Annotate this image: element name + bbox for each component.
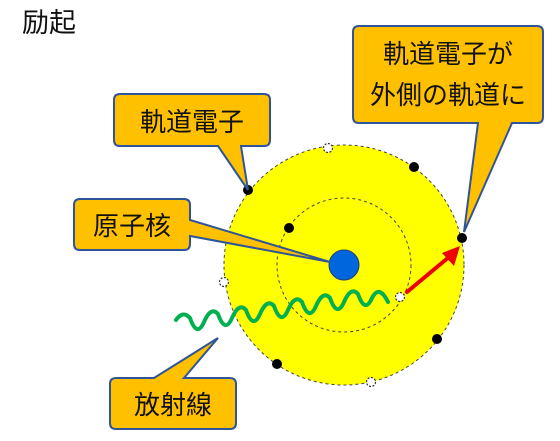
- callout-nucleus: [73, 198, 331, 263]
- callout-radiation: [109, 337, 237, 430]
- vacancy-icon: [394, 291, 406, 303]
- excitation-arrowhead-icon: [442, 246, 460, 266]
- callout-orbital-electron-label: 軌道電子: [140, 108, 244, 138]
- callout-orbital-electron: [113, 93, 271, 191]
- electron-icon: [272, 359, 282, 369]
- callout-excited-electron: [352, 25, 544, 233]
- vacancy-icon: [365, 376, 377, 388]
- electron-icon: [284, 223, 294, 233]
- electron-icon: [409, 162, 419, 172]
- callout-nucleus-label: 原子核: [93, 212, 171, 242]
- vacancy-icon: [218, 276, 230, 288]
- callout-excited-electron-line2: 外側の軌道に: [370, 81, 526, 111]
- callout-radiation-label: 放射線: [134, 391, 212, 421]
- callout-excited-electron-line1: 軌道電子が: [383, 40, 513, 70]
- vacancy-icon: [322, 142, 334, 154]
- excitation-arrow-icon: [405, 255, 451, 294]
- page-title: 励起: [22, 8, 76, 39]
- atom-inner-shell: [276, 197, 412, 333]
- radiation-wave-icon: [174, 289, 390, 331]
- electron-icon: [432, 334, 442, 344]
- electron-icon: [457, 233, 467, 243]
- nucleus-icon: [328, 249, 360, 281]
